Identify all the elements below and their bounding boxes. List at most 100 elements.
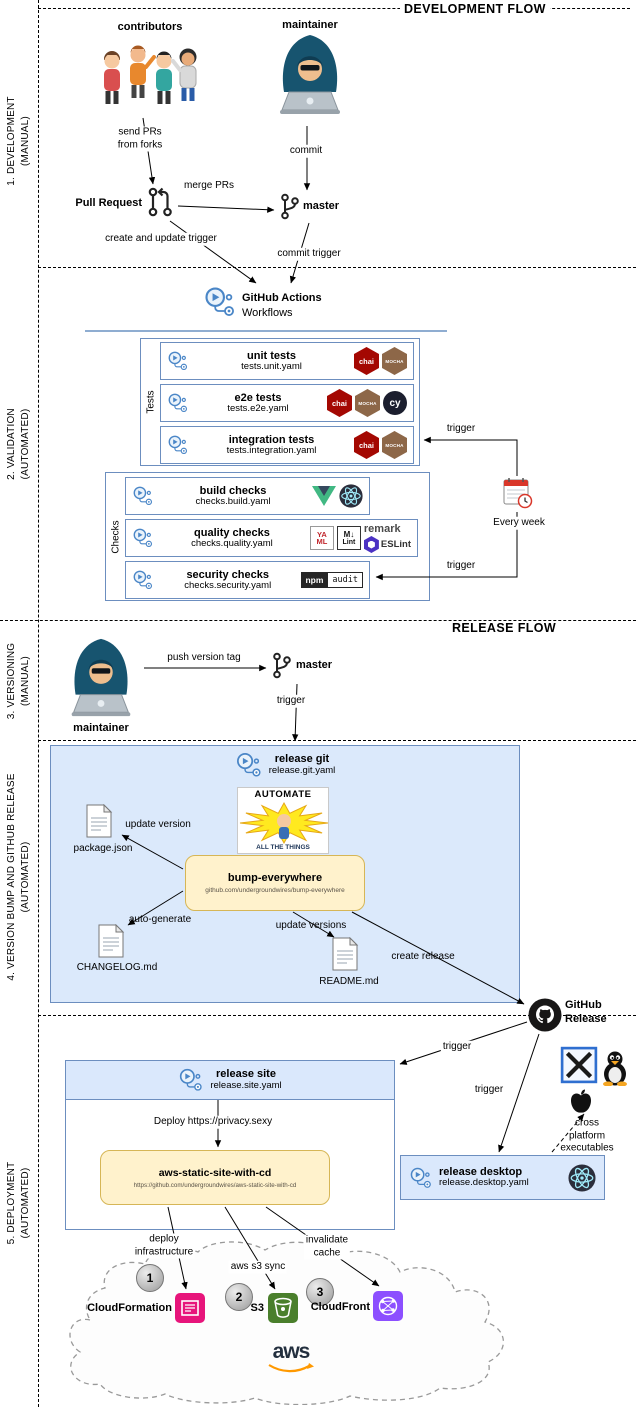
- maintainer-label: maintainer: [282, 19, 338, 31]
- cross-platform-executables-label: cross platform executables: [560, 1117, 614, 1154]
- changelog-label: CHANGELOG.md: [76, 961, 158, 973]
- release-desktop-box: release desktop release.desktop.yaml: [400, 1155, 605, 1200]
- side-label-divider: [38, 0, 39, 1407]
- release-git-header: release git release.git.yaml: [51, 751, 519, 779]
- arrow-weekly-trigger-security: [375, 512, 518, 581]
- update-versions-label: update versions: [275, 919, 347, 931]
- pull-request-label: Pull Request: [75, 197, 142, 209]
- auto-generate-label: auto-generate: [128, 913, 192, 925]
- master-branch-label: master: [303, 200, 340, 212]
- release-site-header: release site release.site.yaml: [66, 1061, 394, 1100]
- trigger-label: trigger: [274, 694, 308, 708]
- deploy-infrastructure-label: deploy infrastructure: [132, 1233, 196, 1259]
- cloudfront-label: CloudFront: [310, 1301, 370, 1313]
- release-flow-divider: [0, 620, 636, 621]
- every-week-label: Every week: [491, 516, 547, 530]
- markdownlint-icon: M↓ Lint: [336, 526, 361, 550]
- step-1-badge: 1: [136, 1264, 164, 1292]
- section-divider-3-4: [38, 740, 636, 741]
- trigger-label: trigger: [472, 1083, 506, 1097]
- workflow-title: unit tests: [247, 349, 296, 362]
- cypress-icon: cy: [383, 391, 407, 415]
- arrow-s3-sync: [224, 1206, 276, 1290]
- arrow-weekly-trigger-tests: [423, 436, 518, 476]
- workflow-security-checks: security checks checks.security.yaml npm…: [125, 561, 370, 599]
- cloudfront-icon: [373, 1291, 403, 1321]
- workflow-title: quality checks: [194, 526, 270, 539]
- arrow-release-trigger-desktop: [498, 1033, 540, 1153]
- apple-icon: [571, 1089, 591, 1113]
- aws-static-site-subtitle: https://github.com/undergroundwires/aws-…: [133, 1181, 297, 1189]
- merge-prs-label: merge PRs: [181, 179, 237, 193]
- development-flow-title: DEVELOPMENT FLOW: [400, 2, 550, 16]
- github-actions-label: GitHub Actions: [242, 292, 322, 304]
- invalidate-cache-label: invalidate cache: [303, 1234, 351, 1260]
- master-branch-label: master: [296, 659, 333, 671]
- release-flow-title: RELEASE FLOW: [448, 621, 561, 635]
- commit-label: commit: [287, 144, 325, 158]
- arrow-update-versions: [292, 911, 335, 938]
- deploy-site-label: Deploy https://privacy.sexy: [151, 1115, 275, 1129]
- workflows-rule: [85, 330, 447, 332]
- section-divider-1-2: [38, 267, 636, 268]
- workflow-title: integration tests: [228, 433, 315, 446]
- windows-app-icon: [560, 1046, 598, 1084]
- send-prs-label: send PRs from forks: [115, 126, 165, 152]
- npm-audit-icon: npm audit: [301, 572, 363, 588]
- arrow-pr-trigger: [169, 220, 257, 284]
- development-flow-top-border: [38, 8, 630, 9]
- commit-trigger-label: commit trigger: [275, 247, 343, 261]
- arrow-desktop-executables: [551, 1113, 585, 1153]
- trigger-label: trigger: [444, 422, 478, 436]
- update-version-label: update version: [125, 818, 191, 830]
- cloudformation-label: CloudFormation: [87, 1302, 172, 1314]
- workflow-file: tests.e2e.yaml: [227, 402, 289, 414]
- arrow-update-version: [121, 834, 184, 870]
- eslint-icon: [363, 536, 379, 553]
- create-release-label: create release: [391, 950, 455, 962]
- workflow-title: release desktop: [439, 1165, 523, 1178]
- push-version-tag-label: push version tag: [165, 651, 243, 665]
- step-3-badge: 3: [306, 1278, 334, 1306]
- create-update-trigger-label: create and update trigger: [103, 232, 219, 246]
- aws-logo: aws: [262, 1341, 320, 1380]
- eslint-label: ESLint: [380, 539, 411, 550]
- s3-icon: [268, 1293, 298, 1323]
- workflow-file: release.desktop.yaml: [439, 1177, 529, 1189]
- aws-smile-icon: [268, 1363, 314, 1373]
- arrow-auto-generate: [127, 890, 184, 926]
- arrow-merge-prs: [177, 205, 275, 213]
- workflow-quality-checks: quality checks checks.quality.yaml YA ML…: [125, 519, 418, 557]
- workflow-title: build checks: [199, 484, 267, 497]
- workflow-title: release git: [274, 753, 330, 766]
- section-divider-4-5: [38, 1015, 636, 1016]
- workflow-build-checks: build checks checks.build.yaml: [125, 477, 370, 515]
- aws-static-site-with-cd-box: aws-static-site-with-cd https://github.c…: [100, 1150, 330, 1205]
- github-release-label: GitHub Release: [565, 999, 607, 1026]
- meme-starburst: [239, 801, 328, 845]
- workflow-title: release site: [216, 1068, 276, 1081]
- trigger-label: trigger: [444, 559, 478, 573]
- aws-s3-sync-label: aws s3 sync: [228, 1260, 288, 1274]
- linux-tux-icon: [603, 1051, 627, 1086]
- trigger-label: trigger: [440, 1040, 474, 1054]
- step-2-badge: 2: [225, 1283, 253, 1311]
- aws-static-site-title: aws-static-site-with-cd: [158, 1166, 272, 1179]
- contributors-label: contributors: [117, 21, 183, 33]
- workflow-unit-tests: unit tests tests.unit.yaml chai MOCHA: [160, 342, 414, 380]
- bump-everywhere-box: bump-everywhere github.com/undergroundwi…: [185, 855, 365, 911]
- remark-icon: remark: [363, 523, 401, 535]
- arrow-tag-trigger: [292, 683, 299, 742]
- workflow-title: e2e tests: [234, 391, 282, 404]
- aws-logo-text: aws: [272, 1340, 311, 1363]
- arrow-create-release: [351, 911, 525, 1005]
- s3-label: S3: [250, 1302, 264, 1314]
- workflows-label: Workflows: [242, 307, 293, 319]
- workflow-integration-tests: integration tests tests.integration.yaml…: [160, 426, 414, 464]
- workflow-e2e-tests: e2e tests tests.e2e.yaml chai MOCHA cy: [160, 384, 414, 422]
- workflow-file: release.site.yaml: [210, 1079, 282, 1091]
- bump-everywhere-title: bump-everywhere: [227, 872, 323, 884]
- workflow-title: security checks: [186, 568, 269, 581]
